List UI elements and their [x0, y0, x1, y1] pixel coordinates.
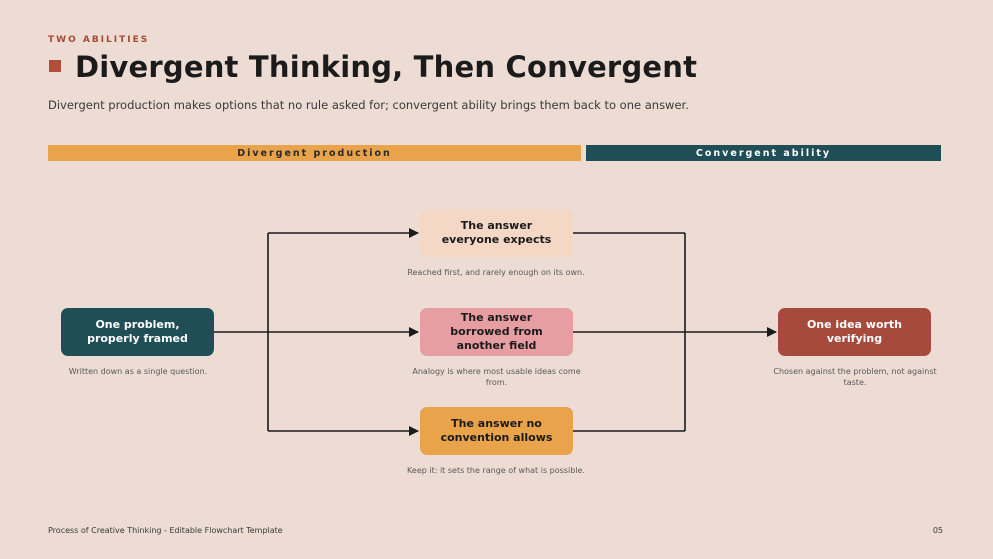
caption-top: Reached first, and rarely enough on its … [407, 268, 585, 277]
caption-end: Chosen against the problem, not against … [773, 367, 937, 387]
node-end: One idea worth verifying [778, 308, 931, 356]
divergent-band: Divergent production [48, 145, 581, 161]
page-title: Divergent Thinking, Then Convergent [75, 50, 698, 84]
page-subtitle: Divergent production makes options that … [48, 98, 689, 112]
node-middle: The answer borrowed from another field [420, 308, 573, 356]
caption-bottom: Keep it: it sets the range of what is po… [407, 466, 585, 475]
page-number: 05 [932, 526, 943, 535]
node-top: The answer everyone expects [420, 209, 573, 257]
title-accent-square [49, 60, 61, 72]
convergent-band: Convergent ability [586, 145, 941, 161]
caption-middle: Analogy is where most usable ideas come … [412, 367, 581, 387]
node-start: One problem, properly framed [61, 308, 214, 356]
footer-text: Process of Creative Thinking - Editable … [48, 526, 283, 535]
eyebrow-label: TWO ABILITIES [48, 35, 150, 45]
caption-start: Written down as a single question. [68, 367, 208, 376]
node-bottom: The answer no convention allows [420, 407, 573, 455]
